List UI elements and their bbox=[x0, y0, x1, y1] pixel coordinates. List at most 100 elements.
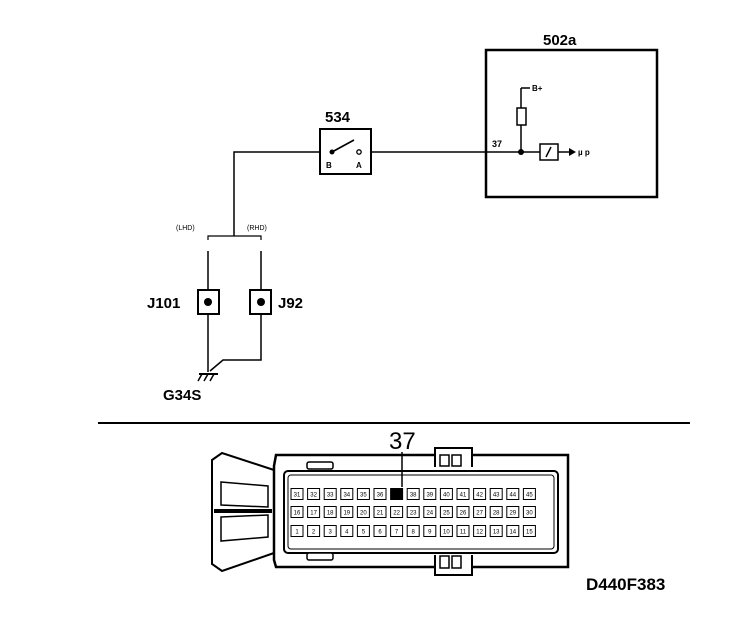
connector-pin bbox=[323, 488, 337, 500]
pullup-resistor bbox=[516, 107, 527, 126]
switch-label: 534 bbox=[325, 109, 351, 126]
connector-pin bbox=[522, 525, 536, 537]
connector-pin-number: 17 bbox=[310, 510, 317, 516]
connector-pin-number: 2 bbox=[312, 529, 316, 535]
connector-pin bbox=[473, 525, 487, 537]
connector-pin bbox=[423, 506, 437, 518]
connector-pin bbox=[340, 525, 354, 537]
connector-pin-number: 10 bbox=[443, 529, 450, 535]
connector-pin bbox=[406, 488, 420, 500]
connector-pin-number: 31 bbox=[294, 492, 301, 498]
connector-pin bbox=[390, 506, 404, 518]
branch-rhd-label: (RHD) bbox=[247, 225, 267, 232]
connector-pin-number: 16 bbox=[294, 510, 301, 516]
connector-pin-number: 13 bbox=[493, 529, 500, 535]
connector-pin-number: 5 bbox=[362, 529, 366, 535]
connector-pin bbox=[423, 525, 437, 537]
connector-pin bbox=[406, 525, 420, 537]
connector-pin bbox=[290, 506, 304, 518]
supply-label: B+ bbox=[532, 84, 543, 93]
connector-pin bbox=[373, 525, 387, 537]
connector-pin bbox=[390, 525, 404, 537]
connector-pin bbox=[456, 488, 470, 500]
connector-pin bbox=[489, 488, 503, 500]
connector-pin-number: 22 bbox=[393, 510, 400, 516]
connector-pin bbox=[307, 488, 321, 500]
connector-pin bbox=[323, 525, 337, 537]
connector-pin-number: 6 bbox=[378, 529, 382, 535]
connector-pin-number: 39 bbox=[426, 492, 433, 498]
connector-pin-number: 42 bbox=[476, 492, 483, 498]
connector-pin bbox=[290, 488, 304, 500]
connector-pin-number: 32 bbox=[310, 492, 317, 498]
connector-pin bbox=[290, 525, 304, 537]
connector-pin bbox=[506, 525, 520, 537]
switch-terminal-b: B bbox=[326, 161, 332, 170]
connector-pin bbox=[323, 506, 337, 518]
connector-pin bbox=[340, 506, 354, 518]
connector-pin bbox=[456, 506, 470, 518]
connector-pin-number: 44 bbox=[509, 492, 516, 498]
connector-pin bbox=[406, 506, 420, 518]
connector-pin-number: 14 bbox=[509, 529, 516, 535]
connector-pin-number: 35 bbox=[360, 492, 367, 498]
connector-pin-number: 28 bbox=[493, 510, 500, 516]
output-label: µ p bbox=[578, 148, 590, 157]
connector-pin-number: 18 bbox=[327, 510, 334, 516]
connector-pin-number: 38 bbox=[410, 492, 417, 498]
switch-contact bbox=[331, 139, 355, 153]
connector-pin-number: 3 bbox=[329, 529, 333, 535]
connector-pin-number: 8 bbox=[412, 529, 416, 535]
connector-pin bbox=[439, 506, 453, 518]
connector-pin-number: 29 bbox=[509, 510, 516, 516]
connector-pin-number: 4 bbox=[345, 529, 349, 535]
connector-pin bbox=[456, 525, 470, 537]
connector-pin-number: 41 bbox=[460, 492, 467, 498]
ecu-pin-label: 37 bbox=[492, 139, 502, 149]
connector-pin bbox=[506, 506, 520, 518]
connector-pin-number: 33 bbox=[327, 492, 334, 498]
connector-pin bbox=[356, 506, 370, 518]
connector-pin-number: 40 bbox=[443, 492, 450, 498]
connector-pin-highlighted bbox=[390, 488, 404, 500]
connector-pin-number: 15 bbox=[526, 529, 533, 535]
connector-pin bbox=[439, 488, 453, 500]
connector-pin-number: 25 bbox=[443, 510, 450, 516]
connector-pin-number: 43 bbox=[493, 492, 500, 498]
connector-pin-number: 24 bbox=[426, 510, 433, 516]
connector-pin-number: 26 bbox=[460, 510, 467, 516]
figure-id: D440F383 bbox=[586, 575, 665, 594]
connector-pin-number: 45 bbox=[526, 492, 533, 498]
connector-pin bbox=[473, 488, 487, 500]
connector-pin bbox=[356, 525, 370, 537]
ground-symbol bbox=[197, 373, 218, 382]
connector-pin bbox=[356, 488, 370, 500]
connector-j101-label: J101 bbox=[147, 295, 180, 312]
pin-callout-label: 37 bbox=[389, 428, 416, 455]
connector-pin-number: 21 bbox=[377, 510, 384, 516]
switch-terminal-a: A bbox=[356, 161, 362, 170]
connector-pin-number: 7 bbox=[395, 529, 399, 535]
connector-pin-number: 20 bbox=[360, 510, 367, 516]
connector-pin-number: 1 bbox=[295, 529, 299, 535]
connector-pin bbox=[506, 488, 520, 500]
connector-pin bbox=[373, 506, 387, 518]
connector-pin bbox=[522, 488, 536, 500]
ecu-box bbox=[484, 48, 659, 199]
connector-pin bbox=[307, 506, 321, 518]
connector-pin bbox=[423, 488, 437, 500]
connector-pin bbox=[340, 488, 354, 500]
connector-pin-number: 9 bbox=[428, 529, 432, 535]
ground-label: G34S bbox=[163, 387, 201, 404]
connector-pin bbox=[489, 525, 503, 537]
connector-pin bbox=[439, 525, 453, 537]
connector-pin-number: 11 bbox=[460, 529, 467, 535]
connector-j92-label: J92 bbox=[278, 295, 303, 312]
connector-pin-number: 27 bbox=[476, 510, 483, 516]
connector-pin-number: 12 bbox=[476, 529, 483, 535]
connector-pin-number: 19 bbox=[343, 510, 350, 516]
connector-pin-number: 34 bbox=[343, 492, 350, 498]
connector-pin-number: 30 bbox=[526, 510, 533, 516]
